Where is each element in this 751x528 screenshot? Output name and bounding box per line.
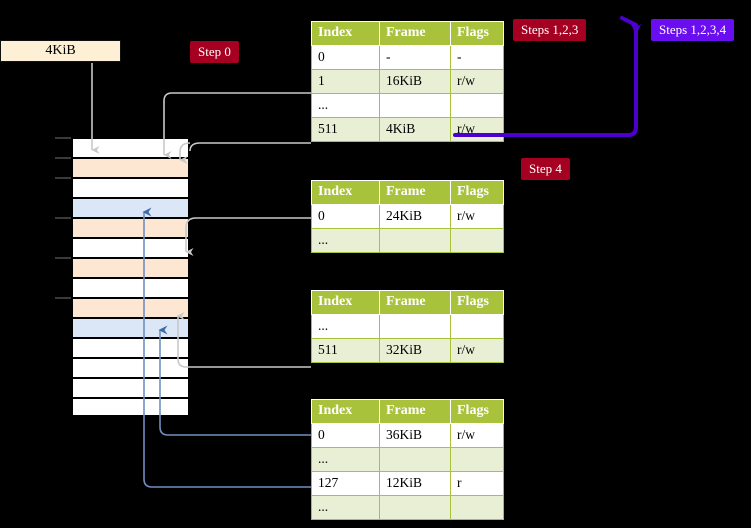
column-header-index: Index (311, 399, 380, 424)
table-cell (379, 314, 451, 339)
table-cell: ... (311, 314, 380, 339)
physical-memory-column (55, 137, 190, 417)
table-cell: 511 (311, 338, 380, 363)
memory-frame-row (71, 297, 190, 317)
table-cell: 0 (311, 423, 380, 448)
badge-step-0: Step 0 (190, 41, 239, 63)
memory-frame-row (71, 377, 190, 397)
badge-steps-1234: Steps 1,2,3,4 (651, 19, 735, 41)
table-row: ... (311, 314, 504, 339)
column-header-index: Index (311, 21, 380, 46)
table-cell (379, 228, 451, 253)
table-cell (450, 228, 504, 253)
memory-frame-row (71, 137, 190, 157)
table-cell: - (379, 45, 451, 70)
table-row: 0-- (311, 45, 504, 70)
memory-frame-row (71, 237, 190, 257)
table-cell: 16KiB (379, 69, 451, 94)
table-cell (450, 93, 504, 118)
table-row: ... (311, 447, 504, 472)
table-cell (379, 495, 451, 520)
column-header-frame: Frame (379, 290, 451, 315)
table-cell: ... (311, 228, 380, 253)
table-row: ... (311, 228, 504, 253)
table-cell (379, 447, 451, 472)
table-cell: ... (311, 447, 380, 472)
table-cell: r (450, 471, 504, 496)
column-header-flags: Flags (450, 290, 504, 315)
memory-frame-row (71, 197, 190, 217)
memory-frame-row (71, 357, 190, 377)
memory-frame-row (71, 397, 190, 417)
table-cell: 32KiB (379, 338, 451, 363)
column-header-flags: Flags (450, 21, 504, 46)
memory-frame-tick (55, 157, 71, 159)
table-cell: 511 (311, 117, 380, 142)
memory-frame-tick (55, 297, 71, 299)
column-header-index: Index (311, 290, 380, 315)
table-cell: 4KiB (379, 117, 451, 142)
column-header-frame: Frame (379, 399, 451, 424)
memory-frame-row (71, 157, 190, 177)
memory-frame-tick (55, 217, 71, 219)
table-cell (450, 314, 504, 339)
badge-steps-123: Steps 1,2,3 (513, 19, 587, 41)
table-cell (450, 447, 504, 472)
table-cell (450, 495, 504, 520)
table-cell: r/w (450, 69, 504, 94)
size-box-4kib: 4KiB (0, 40, 121, 62)
memory-frame-tick (55, 257, 71, 259)
column-header-flags: Flags (450, 399, 504, 424)
table-row: ... (311, 495, 504, 520)
table-cell: 12KiB (379, 471, 451, 496)
table-row: ... (311, 93, 504, 118)
table-cell: r/w (450, 204, 504, 229)
table-cell: 36KiB (379, 423, 451, 448)
table-cell: 0 (311, 45, 380, 70)
memory-frame-row (71, 317, 190, 337)
memory-frame-row (71, 217, 190, 237)
memory-frame-row (71, 257, 190, 277)
memory-frame-tick (55, 177, 71, 179)
table-cell: r/w (450, 423, 504, 448)
memory-frame-row (71, 277, 190, 297)
table-cell: ... (311, 495, 380, 520)
badge-step-4: Step 4 (521, 158, 570, 180)
table-cell: 1 (311, 69, 380, 94)
table-cell: 127 (311, 471, 380, 496)
memory-frame-row (71, 177, 190, 197)
memory-frame-row (71, 337, 190, 357)
table-cell: 0 (311, 204, 380, 229)
table-cell: 24KiB (379, 204, 451, 229)
column-header-flags: Flags (450, 180, 504, 205)
column-header-frame: Frame (379, 180, 451, 205)
table-cell: - (450, 45, 504, 70)
memory-frame-tick (55, 137, 71, 139)
column-header-index: Index (311, 180, 380, 205)
table-cell: r/w (450, 117, 504, 142)
table-cell: ... (311, 93, 380, 118)
table-cell (379, 93, 451, 118)
table-cell: r/w (450, 338, 504, 363)
column-header-frame: Frame (379, 21, 451, 46)
